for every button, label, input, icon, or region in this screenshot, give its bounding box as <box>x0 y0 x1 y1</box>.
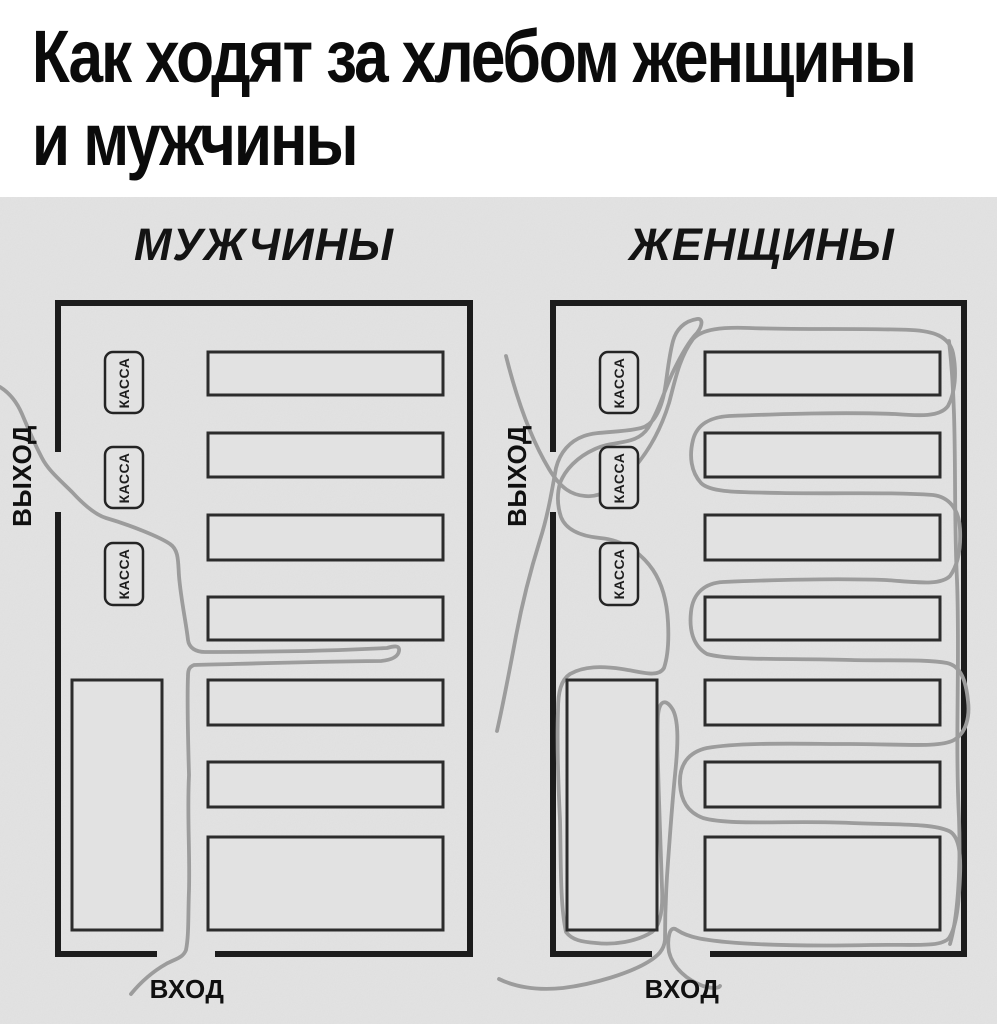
men-registers: КАССА КАССА КАССА <box>103 350 145 607</box>
header: Как ходят за хлебом женщины и мужчины <box>0 0 997 197</box>
register-box <box>103 541 145 607</box>
women-store-diagram: ЖЕНЩИНЫ КАССА <box>495 219 971 1004</box>
shelf <box>703 431 942 479</box>
shelf <box>703 595 942 642</box>
women-route-path-right-margin <box>947 339 962 946</box>
women-store-walls <box>550 300 967 957</box>
women-exit-label: ВЫХОД <box>502 425 532 527</box>
women-route-path-loops <box>495 317 704 991</box>
register-label: КАССА <box>116 549 132 600</box>
title-line-2: и мужчины <box>31 97 359 181</box>
shelf <box>206 350 445 397</box>
shelf <box>703 760 942 809</box>
shelf <box>206 678 445 727</box>
men-store-walls <box>55 300 473 957</box>
register-label: КАССА <box>116 358 132 409</box>
tall-shelf <box>70 678 164 932</box>
register-box <box>598 541 640 607</box>
title-line-1: Как ходят за хлебом женщины <box>31 15 917 98</box>
shelf <box>703 513 942 562</box>
shelf <box>703 678 942 727</box>
men-entrance-label: ВХОД <box>150 974 225 1004</box>
men-exit-label: ВЫХОД <box>7 425 37 527</box>
shelf <box>206 595 445 642</box>
shelf <box>206 835 445 932</box>
shelf <box>206 431 445 479</box>
men-shelves <box>70 350 445 932</box>
shelf <box>703 350 942 397</box>
register-box <box>598 445 640 510</box>
shelf <box>703 835 942 932</box>
register-label: КАССА <box>611 453 627 504</box>
women-shelves <box>565 350 942 932</box>
men-store-title: МУЖЧИНЫ <box>134 219 394 270</box>
register-label: КАССА <box>611 549 627 600</box>
register-label: КАССА <box>611 358 627 409</box>
women-store-title: ЖЕНЩИНЫ <box>627 219 895 270</box>
men-route-path <box>0 385 401 996</box>
register-box <box>103 350 145 415</box>
women-registers: КАССА КАССА КАССА <box>598 350 640 607</box>
tall-shelf <box>565 678 659 932</box>
register-box <box>598 350 640 415</box>
women-entrance-label: ВХОД <box>645 974 720 1004</box>
register-label: КАССА <box>116 453 132 504</box>
page-title: Как ходят за хлебом женщины и мужчины <box>0 0 917 182</box>
shelf <box>206 513 445 562</box>
men-store-diagram: МУЖЧИНЫ КАССА КАССА <box>0 219 473 1004</box>
shelf <box>206 760 445 809</box>
register-box <box>103 445 145 510</box>
